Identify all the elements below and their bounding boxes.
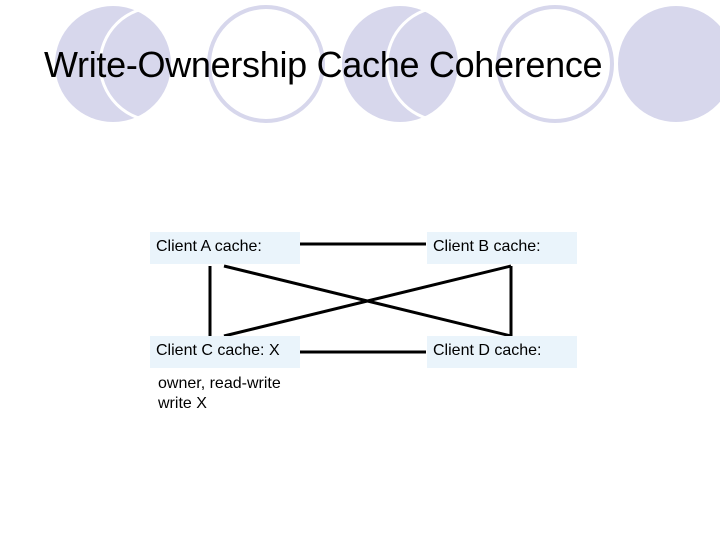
client-d-cache-box: Client D cache:	[427, 336, 577, 368]
client-b-cache-label: Client B cache:	[433, 238, 541, 255]
decor-circle-3	[342, 5, 503, 123]
decor-circle-4	[496, 5, 614, 123]
client-a-cache-label: Client A cache:	[156, 238, 262, 255]
slide-title: Write-Ownership Cache Coherence	[44, 44, 603, 85]
client-b-cache-box: Client B cache:	[427, 232, 577, 264]
client-c-cache-label: Client C cache: X	[156, 342, 280, 359]
client-c-annotation: owner, read-write write X	[158, 374, 281, 414]
annotation-line-2: write X	[158, 395, 207, 412]
decor-circle-5	[618, 6, 720, 122]
client-d-cache-label: Client D cache:	[433, 342, 542, 359]
decor-circle-1	[55, 5, 216, 123]
client-a-cache-box: Client A cache:	[150, 232, 300, 264]
annotation-line-1: owner, read-write	[158, 375, 281, 392]
link-b-c	[223, 264, 512, 338]
client-c-cache-box: Client C cache: X	[150, 336, 300, 368]
decor-circle-2	[207, 5, 325, 123]
